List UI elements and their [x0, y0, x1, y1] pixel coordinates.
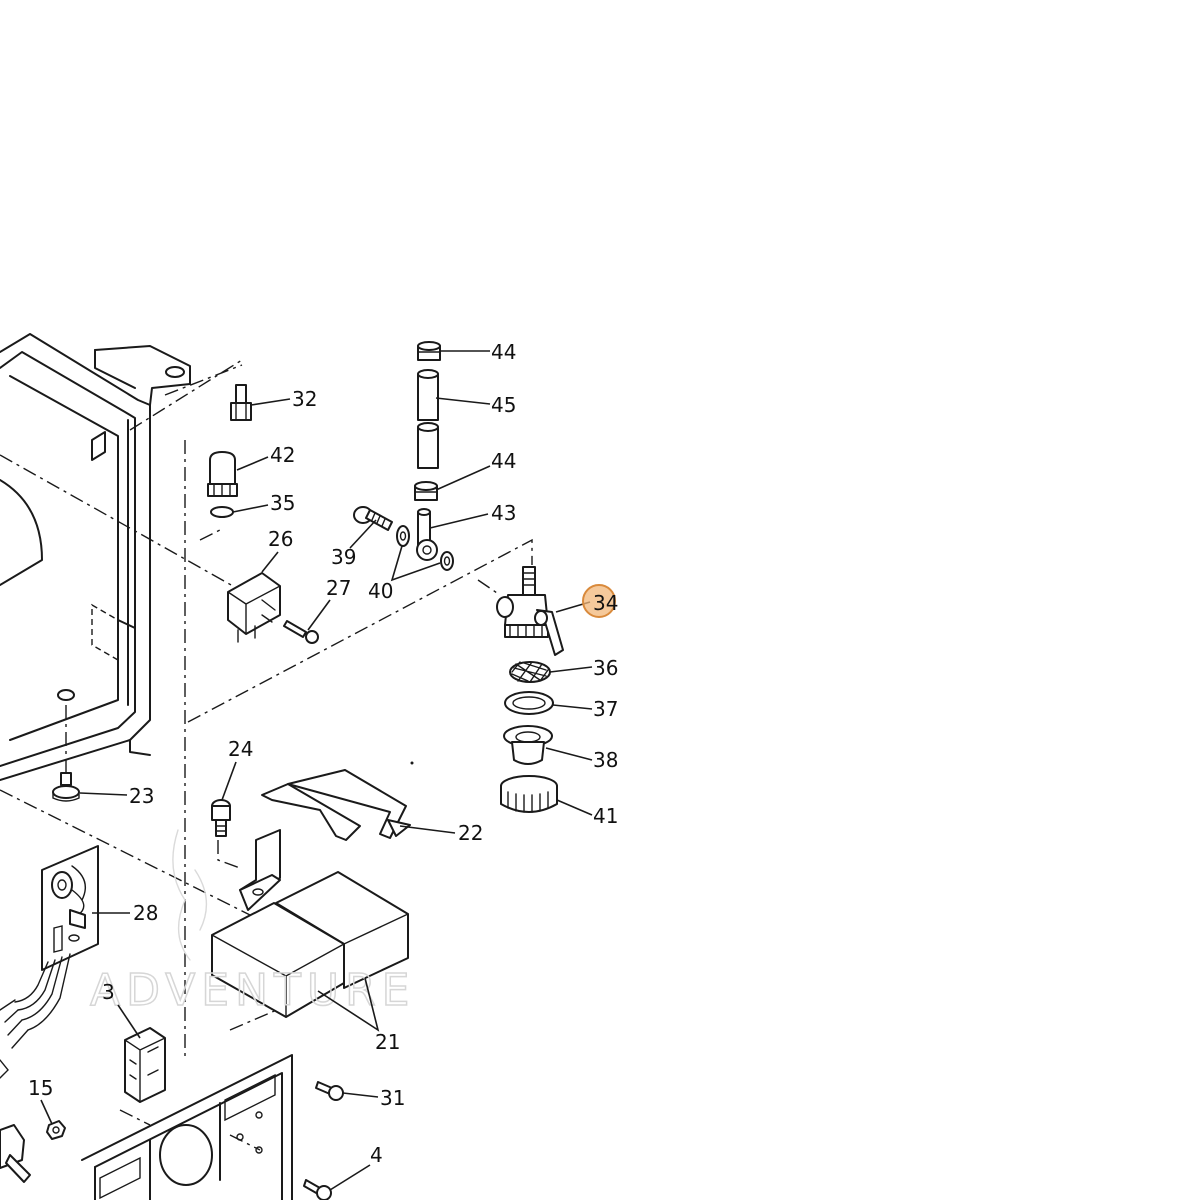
callout-22[interactable]: 22 — [458, 821, 483, 845]
part-44-clamp-top — [417, 341, 441, 361]
control-panel — [81, 1054, 293, 1200]
part-34-fuel-cock — [496, 566, 564, 656]
part-40-washers — [396, 525, 454, 571]
callout-23[interactable]: 23 — [129, 784, 154, 808]
part-3-relay — [124, 1027, 166, 1103]
callout-41[interactable]: 41 — [593, 804, 618, 828]
part-24-bolt — [211, 799, 231, 837]
callout-3[interactable]: 3 — [102, 980, 115, 1004]
callout-24[interactable]: 24 — [228, 737, 253, 761]
part-31-screw — [315, 1081, 344, 1101]
callout-26[interactable]: 26 — [268, 527, 293, 551]
callout-34[interactable]: 34 — [593, 591, 618, 615]
callout-37[interactable]: 37 — [593, 697, 618, 721]
part-22-bracket — [239, 769, 411, 911]
callout-31[interactable]: 31 — [380, 1086, 405, 1110]
part-27-screw — [283, 620, 319, 644]
part-41-nut — [500, 775, 558, 813]
highlight-marker[interactable] — [582, 584, 616, 618]
callout-45[interactable]: 45 — [491, 393, 516, 417]
part-36-strainer — [509, 661, 551, 683]
callout-32[interactable]: 32 — [292, 387, 317, 411]
assembly-lines — [0, 359, 533, 1151]
callout-44-bottom[interactable]: 44 — [491, 449, 516, 473]
callout-21[interactable]: 21 — [375, 1030, 400, 1054]
part-37-gasket — [504, 691, 554, 715]
watermark-text: ADVENTURE — [90, 965, 415, 1016]
part-43-banjo — [416, 508, 438, 561]
toggle-switch — [0, 1124, 31, 1183]
part-21-batteries — [211, 871, 409, 1018]
part-28-board — [0, 845, 99, 1079]
callouts: 44 45 44 43 32 42 35 26 27 39 40 34 36 3… — [28, 340, 618, 1167]
part-39-bolt — [353, 506, 393, 531]
part-44-clamp-bottom — [414, 481, 438, 501]
callout-15[interactable]: 15 — [28, 1076, 53, 1100]
callout-35[interactable]: 35 — [270, 491, 295, 515]
part-15-nut — [46, 1120, 66, 1140]
part-4-screw — [303, 1179, 332, 1200]
callout-44-top[interactable]: 44 — [491, 340, 516, 364]
frame-housing — [0, 333, 191, 781]
callout-40[interactable]: 40 — [368, 579, 393, 603]
part-32-bolt — [230, 384, 252, 421]
callout-4[interactable]: 4 — [370, 1143, 383, 1167]
part-26-switch — [227, 572, 281, 643]
callout-39[interactable]: 39 — [331, 545, 356, 569]
callout-36[interactable]: 36 — [593, 656, 618, 680]
callout-27[interactable]: 27 — [326, 576, 351, 600]
part-38-cup — [503, 725, 553, 765]
part-42-cap — [207, 451, 238, 497]
callout-43[interactable]: 43 — [491, 501, 516, 525]
part-23-bolt — [52, 772, 80, 802]
part-35-oring — [210, 506, 234, 518]
callout-28[interactable]: 28 — [133, 901, 158, 925]
leader-lines — [40, 350, 593, 1191]
watermark: ADVENTURE — [89, 829, 415, 1017]
callout-42[interactable]: 42 — [270, 443, 295, 467]
part-45-hose — [417, 369, 439, 469]
callout-38[interactable]: 38 — [593, 748, 618, 772]
